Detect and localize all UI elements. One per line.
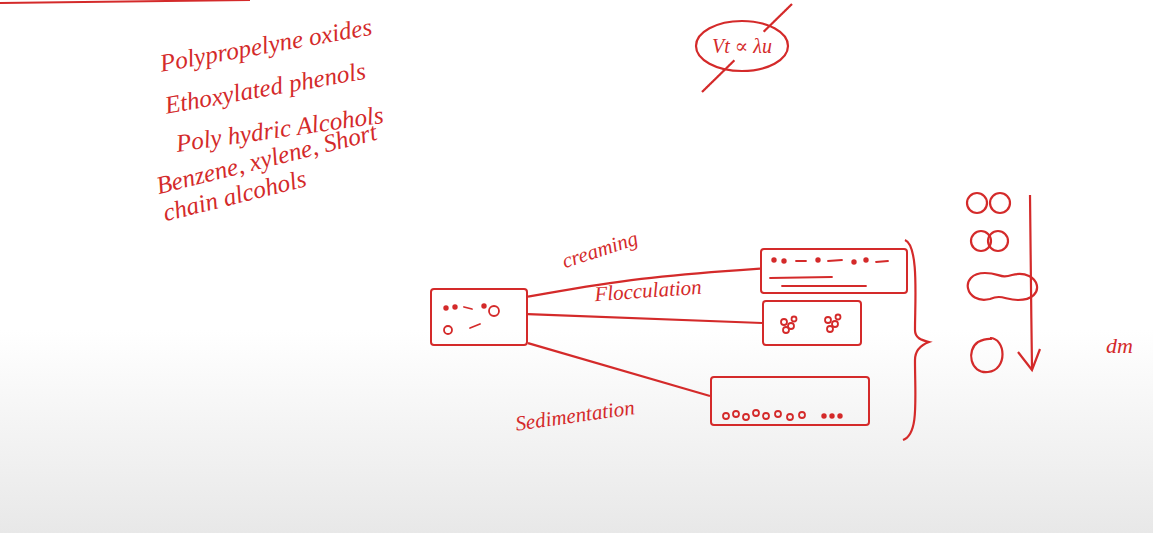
cross-out-line bbox=[702, 60, 734, 92]
droplet-drawing bbox=[712, 378, 868, 424]
droplet-dot bbox=[763, 413, 769, 419]
droplet-dot bbox=[781, 319, 787, 325]
droplet-dash bbox=[828, 260, 842, 261]
droplet-dot bbox=[783, 327, 789, 333]
droplet-dot bbox=[832, 321, 838, 327]
emulsion-box bbox=[710, 376, 870, 426]
handwritten-note: Vt ∝ λu bbox=[712, 35, 772, 57]
droplet-dot bbox=[444, 306, 448, 310]
droplet-dot bbox=[838, 414, 842, 418]
droplet bbox=[990, 193, 1010, 213]
droplet-dot bbox=[822, 414, 826, 418]
connector-line bbox=[528, 343, 710, 396]
edge-label: Sedimentation bbox=[514, 396, 636, 436]
edge-label: Flocculation bbox=[594, 276, 703, 307]
droplet-drawing bbox=[764, 302, 860, 344]
droplet bbox=[988, 231, 1008, 251]
droplet-dot bbox=[775, 411, 781, 417]
droplet-dot bbox=[753, 410, 759, 416]
droplet-dot bbox=[453, 305, 457, 309]
droplet-dot bbox=[444, 326, 452, 334]
droplet-dash bbox=[470, 324, 480, 328]
droplet-dot bbox=[836, 315, 841, 320]
droplet-dot bbox=[827, 326, 833, 332]
top-rule bbox=[0, 0, 250, 3]
droplet-dot bbox=[792, 317, 797, 322]
droplet-dot bbox=[852, 260, 856, 264]
droplet-dot bbox=[743, 414, 749, 420]
formula-circle bbox=[696, 21, 788, 71]
droplet-dash bbox=[796, 260, 806, 262]
grey-band bbox=[0, 330, 1153, 533]
coalesced-droplet bbox=[971, 338, 1002, 372]
droplet-dot bbox=[772, 258, 776, 262]
droplet bbox=[967, 193, 987, 213]
droplet-dot bbox=[482, 304, 486, 308]
edge-label: creaming bbox=[559, 227, 641, 273]
emulsion-box bbox=[762, 300, 862, 346]
droplet-dot bbox=[816, 258, 820, 262]
droplet-drawing bbox=[762, 250, 906, 292]
droplet-dot bbox=[733, 411, 739, 417]
arrow-shaft bbox=[1030, 195, 1032, 368]
droplet-dash bbox=[876, 261, 888, 262]
droplet-dash bbox=[770, 277, 832, 278]
droplet-dot bbox=[830, 414, 834, 418]
handwritten-note: dm bbox=[1106, 334, 1133, 358]
cross-out bbox=[702, 4, 792, 92]
cross-out-line bbox=[764, 4, 792, 32]
emulsion-box bbox=[430, 288, 528, 346]
droplet-dot bbox=[799, 412, 805, 418]
droplet-dot bbox=[864, 258, 868, 262]
merging-droplets bbox=[968, 273, 1037, 300]
emulsion-box bbox=[760, 248, 908, 294]
droplet-dot bbox=[787, 414, 793, 420]
droplet-dot bbox=[825, 317, 831, 323]
arrow-head bbox=[1018, 349, 1040, 370]
droplet-dot bbox=[723, 413, 729, 419]
droplet-dot bbox=[782, 259, 786, 263]
droplet-dash bbox=[782, 285, 866, 287]
droplet-drawing bbox=[432, 290, 526, 344]
droplet-dot bbox=[489, 306, 499, 316]
droplet-dash bbox=[464, 307, 472, 309]
connector-line bbox=[528, 314, 762, 323]
